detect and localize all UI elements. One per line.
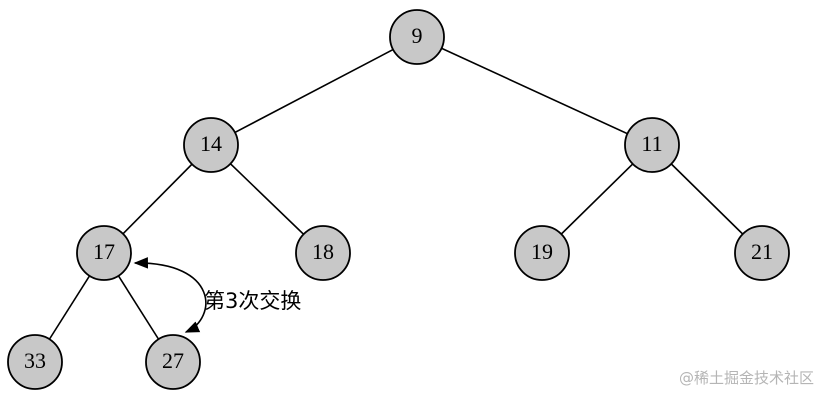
node-circle — [7, 334, 63, 390]
tree-edges — [34, 36, 763, 363]
tree-node-18: 18 — [295, 225, 351, 281]
swap-arrow — [133, 257, 207, 333]
tree-node-27: 27 — [145, 334, 201, 390]
node-label: 19 — [531, 239, 553, 264]
tree-nodes: 9 14 11 17 18 19 21 33 27 — [7, 9, 790, 390]
node-label: 17 — [93, 239, 115, 264]
swap-annotation: 第3次交换 — [204, 289, 301, 313]
watermark: @稀土掘金技术社区 — [678, 369, 814, 387]
node-circle — [295, 225, 351, 281]
tree-node-21: 21 — [734, 225, 790, 281]
tree-node-19: 19 — [514, 225, 570, 281]
node-circle — [624, 117, 680, 173]
node-circle — [514, 225, 570, 281]
tree-node-17: 17 — [76, 225, 132, 281]
node-label: 33 — [24, 348, 46, 373]
node-label: 14 — [200, 131, 222, 156]
tree-node-11: 11 — [624, 117, 680, 173]
node-circle — [389, 9, 445, 65]
edge-9-14 — [210, 36, 418, 146]
node-circle — [76, 225, 132, 281]
edge-9-11 — [416, 36, 653, 146]
tree-node-14: 14 — [183, 117, 239, 173]
node-circle — [183, 117, 239, 173]
node-label: 27 — [162, 348, 184, 373]
node-label: 11 — [641, 131, 662, 156]
node-circle — [734, 225, 790, 281]
node-label: 9 — [412, 23, 423, 48]
node-label: 21 — [751, 239, 773, 264]
tree-node-33: 33 — [7, 334, 63, 390]
tree-node-9: 9 — [389, 9, 445, 65]
node-circle — [145, 334, 201, 390]
node-label: 18 — [312, 239, 334, 264]
